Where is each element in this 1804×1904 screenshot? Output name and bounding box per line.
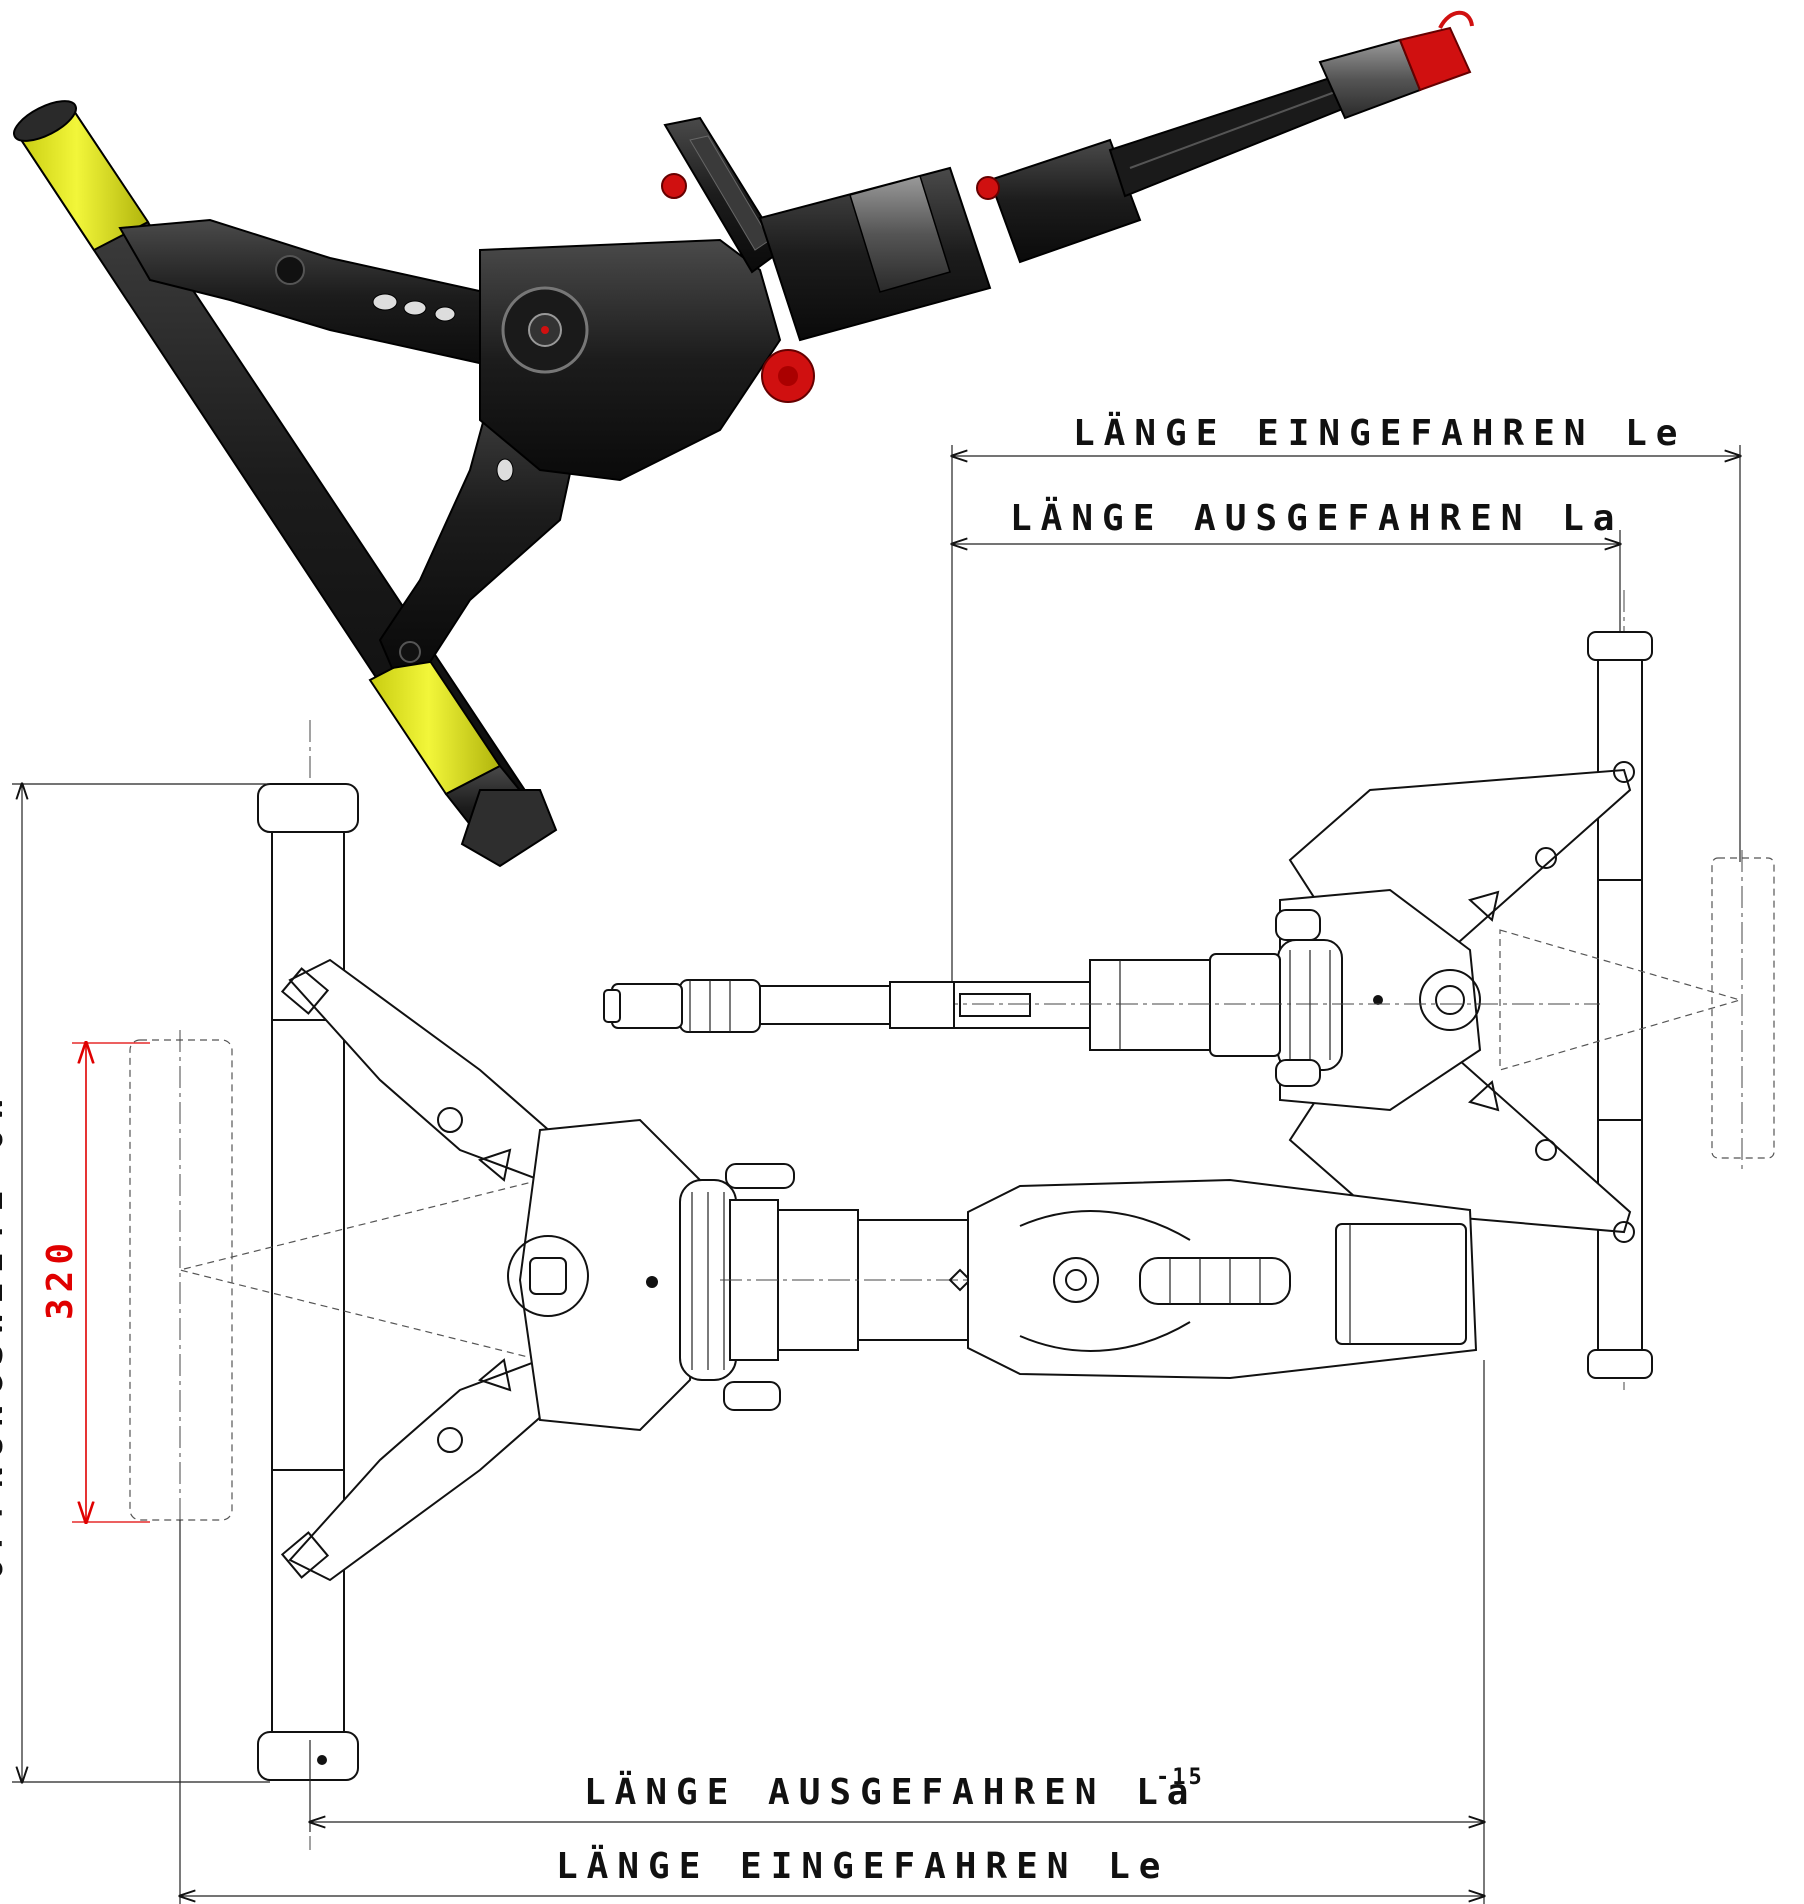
side-ghost-jaws bbox=[179, 1179, 541, 1361]
ghost-jaws-top bbox=[1499, 929, 1743, 1071]
bottom-la-label: LÄNGE AUSGEFAHREN La bbox=[584, 1771, 1197, 1813]
bottom-le-label: LÄNGE EINGEFAHREN Le bbox=[556, 1845, 1169, 1887]
bottom-la-tolerance: -15 bbox=[1156, 1765, 1205, 1790]
side-ghost-crossbar bbox=[129, 1039, 233, 1521]
render-hoses bbox=[1108, 10, 1474, 198]
inner-width-value: 320 bbox=[40, 1237, 81, 1320]
tool-drawing-top-view bbox=[603, 590, 1775, 1390]
render-upper-arm bbox=[118, 218, 562, 374]
top-la-label: LÄNGE AUSGEFAHREN La bbox=[1010, 497, 1623, 539]
opening-width-label: ÖFFNUNGSWEITE ÖW bbox=[0, 1089, 11, 1580]
render-cylinder bbox=[758, 138, 1142, 403]
tool-render-3d bbox=[13, 10, 1474, 868]
left-dimensions: ÖFFNUNGSWEITE ÖW 320 bbox=[0, 784, 270, 1782]
bottom-dimensions: LÄNGE AUSGEFAHREN La -15 LÄNGE EINGEFAHR… bbox=[180, 1360, 1484, 1904]
ghost-crossbar bbox=[1711, 857, 1775, 1159]
top-le-label: LÄNGE EINGEFAHREN Le bbox=[1073, 412, 1686, 454]
top-dimensions: LÄNGE EINGEFAHREN Le LÄNGE AUSGEFAHREN L… bbox=[952, 412, 1740, 990]
render-grip bbox=[661, 116, 784, 274]
render-body bbox=[479, 238, 782, 482]
tool-drawing-side-view bbox=[129, 720, 1478, 1880]
